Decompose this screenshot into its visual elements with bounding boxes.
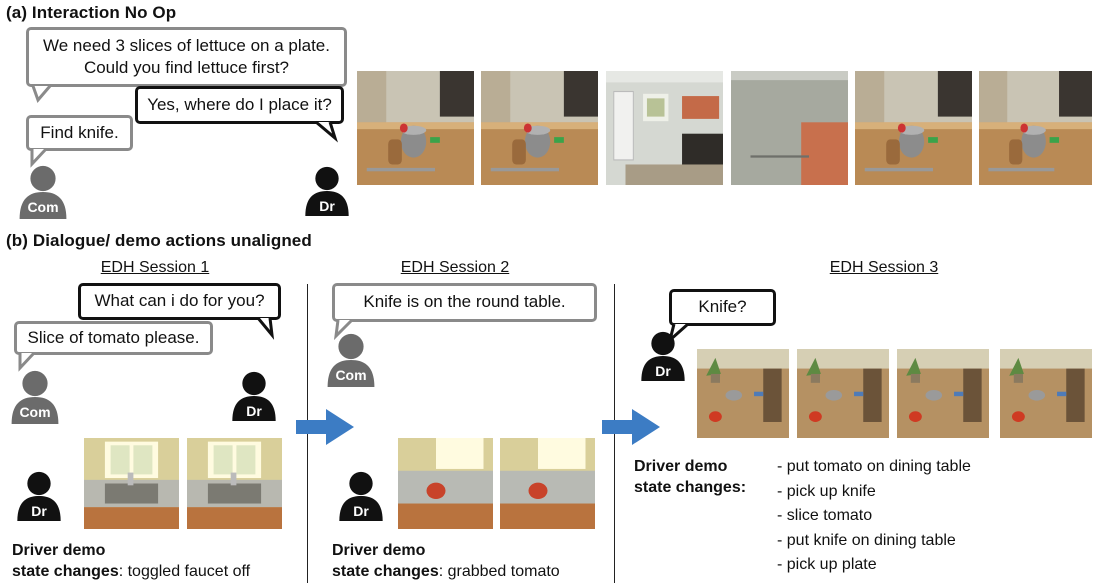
bubble-text: What can i do for you? xyxy=(94,291,265,311)
avatar-label: Com xyxy=(335,367,367,383)
demo-state-change: : toggled faucet off xyxy=(118,562,251,580)
driver-avatar: Dr xyxy=(229,370,279,422)
session-2-label: EDH Session 2 xyxy=(400,259,510,276)
driver-demo-title: Driver demo state changes: grabbed tomat… xyxy=(332,541,560,583)
demo-state-change: : grabbed tomato xyxy=(438,562,560,580)
arrow-right-icon xyxy=(602,409,660,445)
bubble-text: We need 3 slices of lettuce on a plate. … xyxy=(43,35,330,77)
sink-frame-1 xyxy=(84,438,179,529)
kitchen-frame-6 xyxy=(979,71,1092,185)
driver-avatar: Dr xyxy=(638,330,688,382)
section-b-title: (b) Dialogue/ demo actions unaligned xyxy=(6,231,312,250)
bubble-text: Knife? xyxy=(698,297,747,317)
commander-avatar: Com xyxy=(16,165,70,219)
driver-action-list: - put tomato on dining table - pick up k… xyxy=(777,455,971,578)
speech-bubble-com-round-table: Knife is on the round table. xyxy=(332,283,597,322)
avatar-label: Dr xyxy=(655,363,671,379)
driver-avatar: Dr xyxy=(302,165,352,217)
session-1-label: EDH Session 1 xyxy=(100,259,210,276)
avatar-label: Dr xyxy=(246,403,262,419)
kitchen-frame-2 xyxy=(481,71,598,185)
speech-bubble-com-lettuce: We need 3 slices of lettuce on a plate. … xyxy=(26,27,347,87)
counter-frame-1 xyxy=(398,438,493,529)
demo-title-line1: Driver demo xyxy=(12,542,106,559)
kitchen-frame-5 xyxy=(855,71,972,185)
avatar-label: Dr xyxy=(31,503,47,519)
speech-bubble-dr-knife: Knife? xyxy=(669,289,776,326)
kitchen-frame-3 xyxy=(606,71,723,185)
arrow-right-icon xyxy=(296,409,354,445)
section-a-title: (a) Interaction No Op xyxy=(6,3,177,22)
demo-title-line1: Driver demo xyxy=(332,542,426,559)
avatar-label: Com xyxy=(27,199,59,215)
list-item: - pick up knife xyxy=(777,482,876,500)
demo-title-line2: state changes xyxy=(332,562,439,580)
list-item: - put knife on dining table xyxy=(777,531,956,549)
speech-bubble-dr-help: What can i do for you? xyxy=(78,283,281,320)
bubble-text: Slice of tomato please. xyxy=(27,327,200,347)
driver-demo-title: Driver demo state changes: xyxy=(634,457,746,499)
list-item: - pick up plate xyxy=(777,556,877,573)
counter-frame-2 xyxy=(500,438,595,529)
commander-avatar: Com xyxy=(8,370,62,424)
speech-bubble-com-knife: Find knife. xyxy=(26,115,133,151)
avatar-label: Dr xyxy=(353,503,369,519)
kitchen-frame-1 xyxy=(357,71,474,185)
list-item: - put tomato on dining table xyxy=(777,458,971,475)
sink-frame-2 xyxy=(187,438,282,529)
kitchen-frame-4 xyxy=(731,71,848,185)
dining-table-frame-1 xyxy=(697,349,789,438)
speech-bubble-com-tomato: Slice of tomato please. xyxy=(14,321,213,355)
bubble-text: Find knife. xyxy=(40,122,119,142)
driver-demo-avatar: Dr xyxy=(336,470,386,522)
session-3-label: EDH Session 3 xyxy=(829,259,939,276)
list-item: - slice tomato xyxy=(777,507,873,524)
dining-table-frame-4 xyxy=(1000,349,1092,438)
dining-table-frame-3 xyxy=(897,349,989,438)
demo-title-line2: state changes xyxy=(12,562,119,580)
avatar-label: Com xyxy=(19,404,51,420)
driver-demo-title: Driver demo state changes: toggled fauce… xyxy=(12,541,250,583)
bubble-text: Yes, where do I place it? xyxy=(147,94,332,114)
avatar-label: Dr xyxy=(319,198,335,214)
speech-bubble-dr-place: Yes, where do I place it? xyxy=(135,86,344,124)
driver-demo-avatar: Dr xyxy=(14,470,64,522)
commander-avatar: Com xyxy=(324,333,378,387)
bubble-text: Knife is on the round table. xyxy=(363,292,566,312)
demo-title-line1: Driver demo xyxy=(634,458,728,475)
demo-title-line2: state changes: xyxy=(634,478,747,496)
dining-table-frame-2 xyxy=(797,349,889,438)
